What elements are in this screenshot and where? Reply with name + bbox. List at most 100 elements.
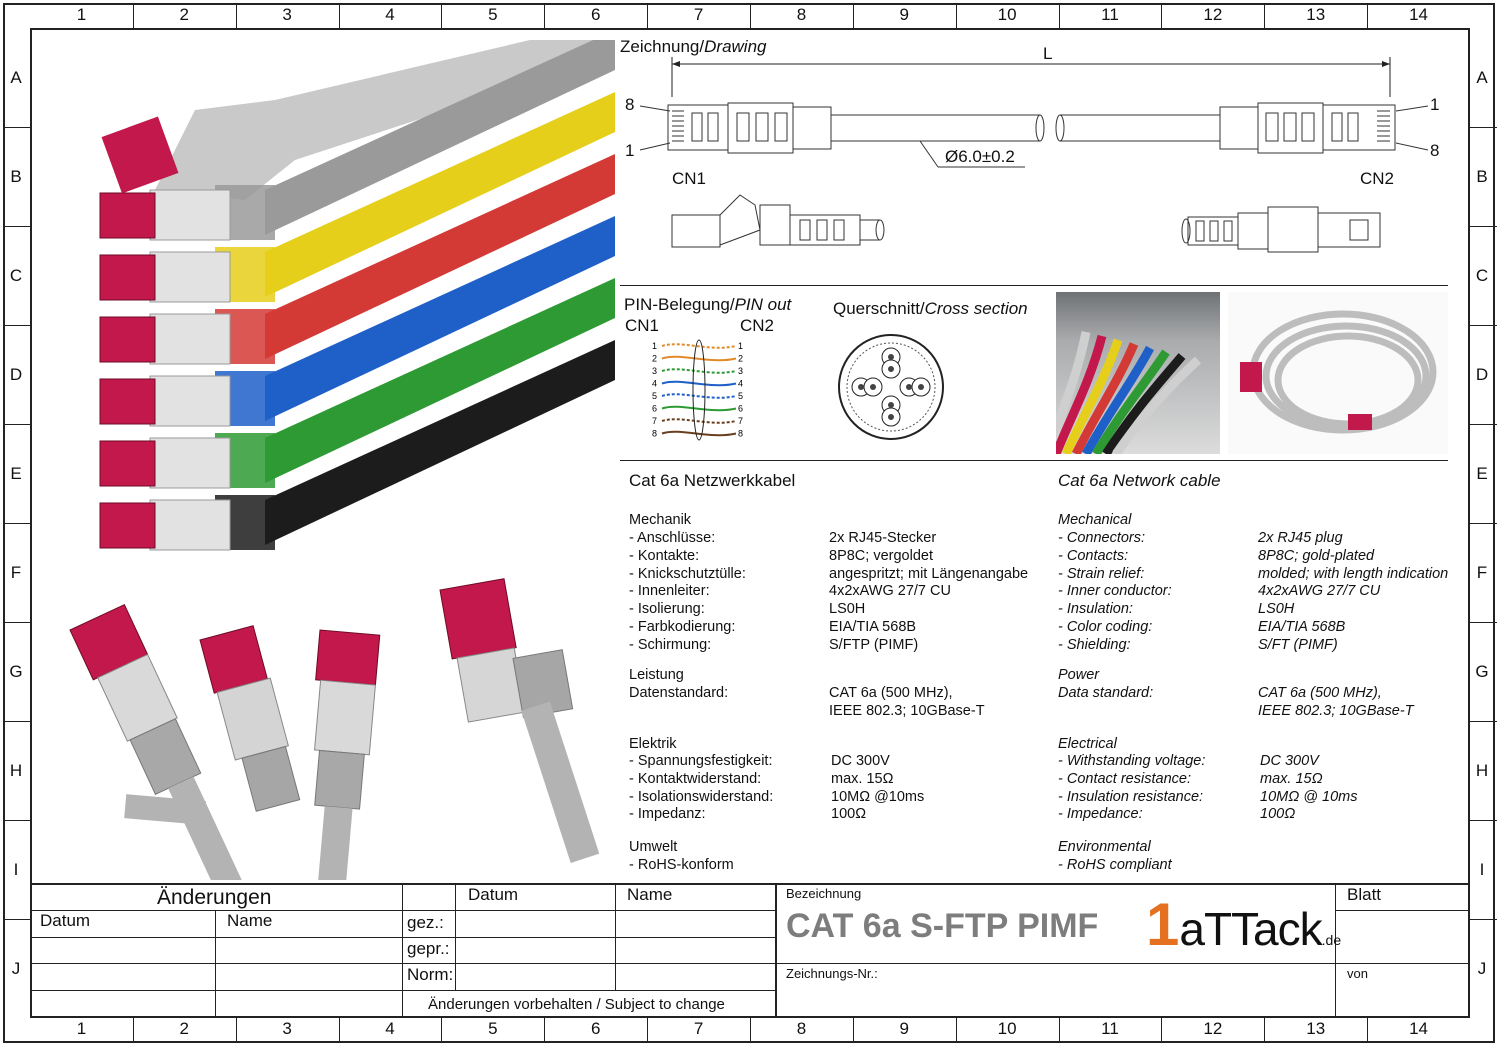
pin-number: 6 — [652, 404, 657, 414]
row-letter: I — [1479, 859, 1485, 879]
pin-number: 2 — [738, 354, 743, 364]
ruler-tick — [3, 127, 30, 128]
spec-text: Leistung — [629, 667, 684, 683]
column-number: 1 — [76, 5, 87, 24]
row-letter: B — [10, 166, 22, 186]
pin-number: 6 — [738, 404, 743, 414]
row-letter: F — [1476, 562, 1488, 582]
spec-text: LS0H — [1258, 601, 1295, 618]
spec-text: 10MΩ @ 10ms — [1260, 788, 1358, 805]
ruler-tick — [1470, 622, 1497, 623]
cable-bundle-photo — [95, 20, 615, 585]
product-title: CAT 6a S-FTP PIMF — [786, 907, 1099, 945]
spec-text: - Isolierung: — [629, 601, 705, 618]
spec-text: CAT 6a (500 MHz), — [829, 685, 953, 701]
ruler-tick — [1470, 325, 1497, 326]
spec-text: - Farbkodierung: — [629, 619, 736, 635]
of-label: von — [1347, 966, 1368, 981]
ruler-tick — [3, 919, 30, 920]
pinout-cn2-label: CN2 — [740, 316, 775, 335]
column-number: 6 — [590, 1019, 601, 1038]
spec-text: - Impedance: — [1058, 806, 1143, 823]
spec-text: - RoHS-konform — [629, 857, 734, 873]
spec-text: - Kontakte: — [629, 547, 700, 564]
spec-text: max. 15Ω — [831, 770, 894, 787]
gepr-label: gepr.: — [407, 939, 450, 958]
ruler-tick — [955, 3, 957, 28]
pin-number: 8 — [738, 429, 743, 439]
ruler-tick — [3, 622, 30, 623]
ruler-tick — [1264, 3, 1266, 28]
spec-text: Power — [1058, 667, 1100, 683]
spec-text: - Insulation resistance: — [1058, 788, 1204, 805]
column-number: 12 — [1203, 1019, 1223, 1038]
ruler-tick — [1264, 1018, 1266, 1043]
pin-number: 1 — [652, 341, 657, 351]
ruler-tick — [750, 3, 751, 28]
column-number: 3 — [282, 5, 292, 24]
changes-heading: Änderungen — [157, 886, 272, 909]
pin8-right-label: 8 — [1430, 141, 1440, 160]
pin-wire — [661, 355, 737, 362]
ruler-tick — [132, 1018, 134, 1043]
column-number: 3 — [282, 1019, 292, 1038]
ruler-tick — [1470, 919, 1497, 920]
drawing-number-label: Zeichnungs-Nr.: — [786, 966, 878, 981]
row-letter: H — [9, 760, 23, 780]
spec-text: Umwelt — [629, 839, 678, 855]
spec-text: Cat 6a Network cable — [1058, 471, 1221, 490]
section-divider — [620, 285, 1448, 286]
spec-text: - Schirmung: — [629, 636, 712, 653]
diameter-label: Ø6.0±0.2 — [945, 147, 1015, 166]
spec-text: - Contact resistance: — [1058, 770, 1191, 787]
row-letter: B — [1476, 166, 1488, 186]
name2-label: Name — [627, 885, 673, 904]
norm-label: Norm: — [407, 965, 454, 984]
spec-text: max. 15Ω — [1260, 770, 1323, 787]
pin-number: 8 — [652, 429, 657, 439]
spec-text: 100Ω — [1260, 806, 1296, 823]
patch-cable — [99, 340, 615, 551]
pin-number: 5 — [652, 391, 657, 401]
column-number: 5 — [488, 1019, 498, 1038]
spec-text: Cat 6a Netzwerkkabel — [629, 471, 796, 490]
ruler-tick — [1470, 424, 1497, 425]
spec-text: - Spannungsfestigkeit: — [629, 753, 773, 769]
spec-text: - Shielding: — [1058, 636, 1131, 653]
row-letter: G — [1475, 661, 1489, 681]
spec-text: Environmental — [1058, 839, 1151, 855]
subject-to-change: Änderungen vorbehalten / Subject to chan… — [428, 996, 725, 1013]
cable-drawing — [639, 57, 1429, 253]
column-number: 14 — [1409, 5, 1429, 24]
column-number: 4 — [385, 1019, 395, 1038]
spec-text: - Withstanding voltage: — [1058, 753, 1206, 769]
spec-text: EIA/TIA 568B — [829, 619, 917, 635]
spec-text: - Connectors: — [1058, 530, 1146, 546]
length-label: L — [1043, 44, 1053, 63]
ruler-tick — [544, 3, 546, 28]
spec-text: Mechanik — [629, 512, 692, 528]
column-number: 9 — [899, 1019, 910, 1038]
row-letter: A — [1476, 67, 1488, 87]
row-letter: I — [13, 859, 19, 879]
spec-text: - RoHS compliant — [1058, 857, 1172, 873]
ruler-tick — [1470, 820, 1497, 821]
spec-text: LS0H — [829, 601, 866, 618]
spec-text: 10MΩ @10ms — [831, 788, 925, 805]
ruler-tick — [3, 325, 30, 326]
ruler-tick — [955, 1018, 957, 1043]
connector-photos — [40, 570, 610, 939]
ruler-tick — [647, 1018, 649, 1043]
pin-number: 1 — [738, 341, 743, 351]
spec-text: S/FTP (PIMF) — [829, 636, 919, 653]
patch-cable — [99, 154, 615, 365]
pin-wire — [661, 380, 737, 387]
cn2-label: CN2 — [1360, 169, 1395, 188]
row-letter: A — [10, 67, 22, 87]
row-letter: E — [1476, 463, 1488, 483]
spec-text: IEEE 802.3; 10GBase-T — [1258, 703, 1414, 719]
ruler-tick — [1470, 523, 1497, 524]
row-letter: G — [9, 661, 23, 681]
ruler-tick — [1367, 1018, 1369, 1043]
